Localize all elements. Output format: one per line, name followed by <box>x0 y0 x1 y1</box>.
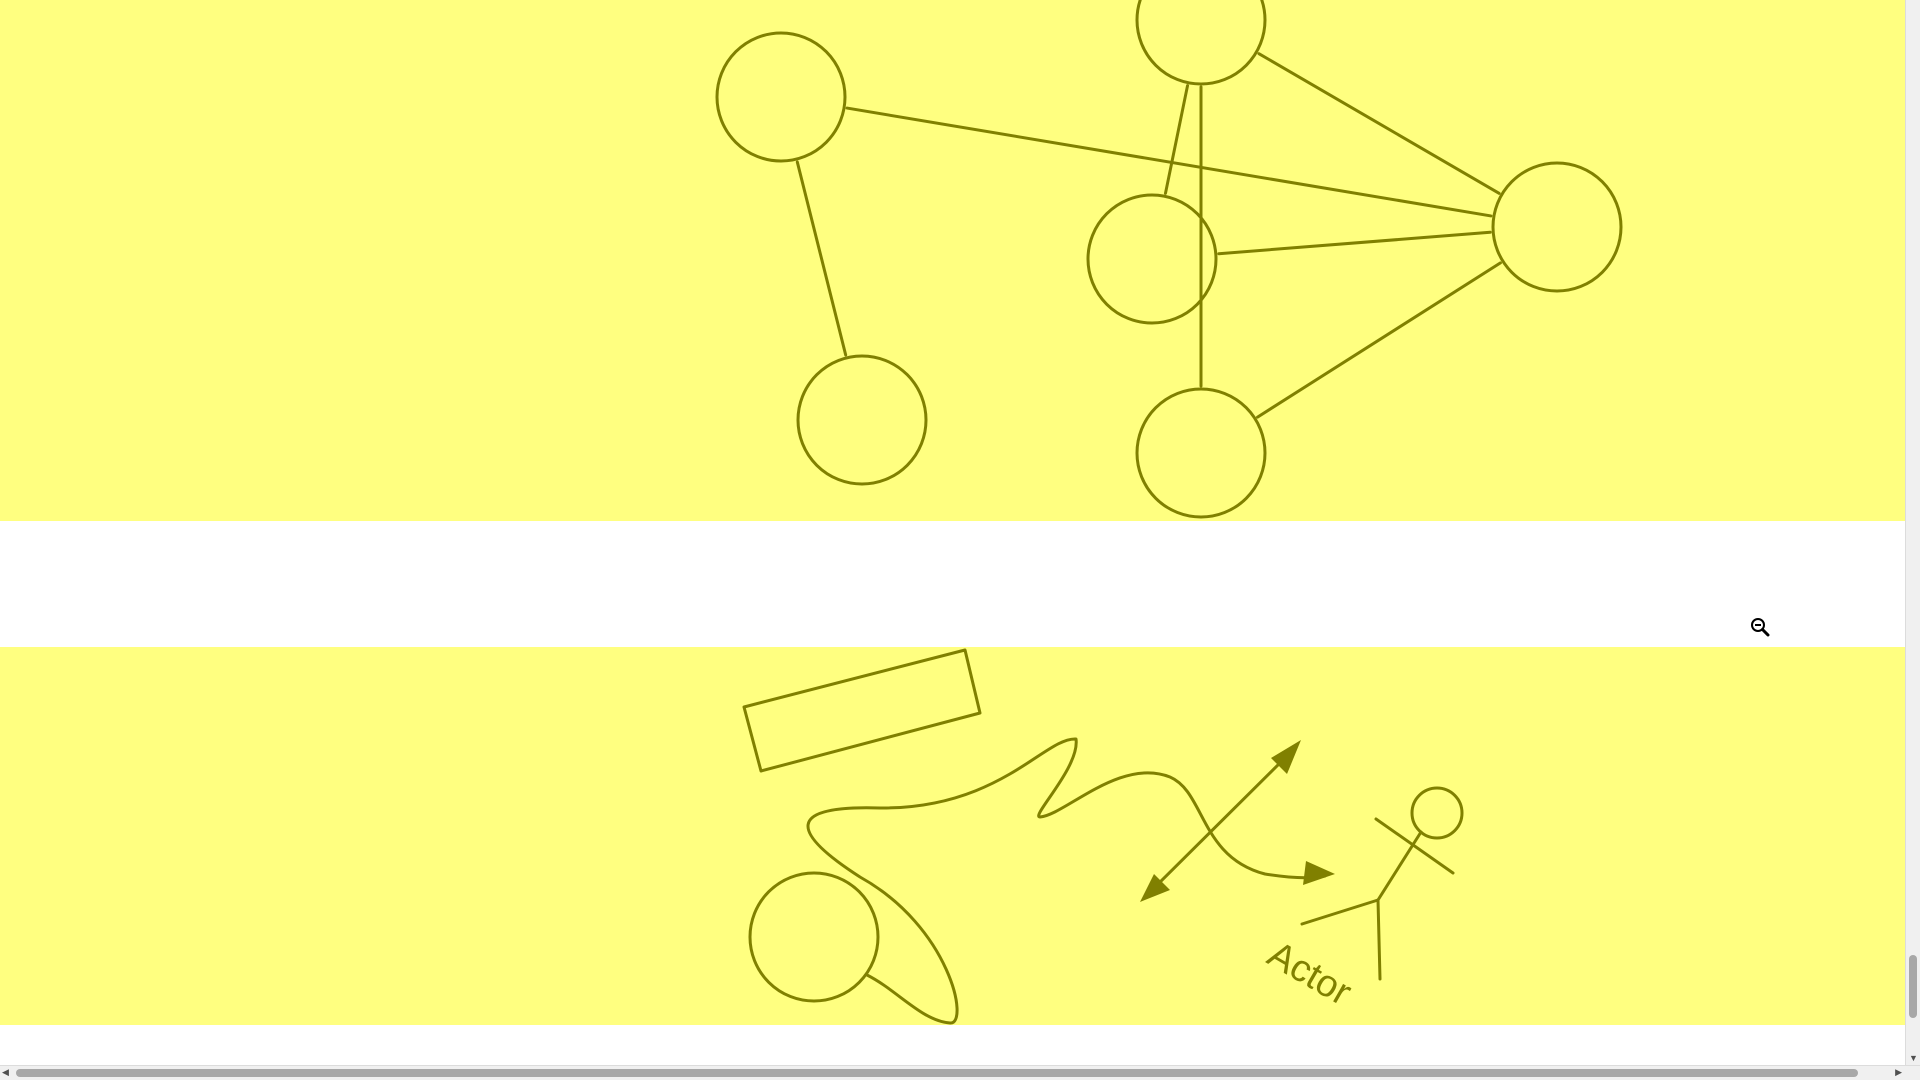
node-d[interactable] <box>1086 193 1218 325</box>
actor-head <box>1410 786 1464 840</box>
arrowhead-right <box>1303 861 1335 885</box>
node-b[interactable] <box>715 31 847 163</box>
node-a[interactable] <box>1135 0 1267 86</box>
actor-right-leg <box>1376 898 1382 981</box>
shapes-drawing: Actor <box>742 648 1464 1025</box>
network-graph-panel <box>0 0 1905 521</box>
edge-node-b-node-c[interactable] <box>845 106 1493 218</box>
actor-body <box>1376 830 1423 902</box>
network-graph <box>715 0 1623 519</box>
edge-node-b-node-e[interactable] <box>795 160 848 357</box>
vertical-scrollbar[interactable]: ▼ <box>1905 0 1920 1065</box>
rotated-rectangle[interactable] <box>742 648 982 773</box>
circle-shape[interactable] <box>748 871 880 1003</box>
zoom-out-icon <box>1750 617 1770 637</box>
shapes-panel: Actor <box>0 647 1905 1025</box>
vertical-scrollbar-thumb[interactable] <box>1909 954 1917 1018</box>
actor-figure[interactable]: Actor <box>1261 786 1464 1014</box>
scroll-down-arrow-icon[interactable]: ▼ <box>1909 1053 1918 1063</box>
freehand-curve[interactable] <box>806 737 1327 1025</box>
actor-arms <box>1374 817 1455 875</box>
arrowhead-up-right <box>1271 740 1301 774</box>
node-c[interactable] <box>1491 161 1623 293</box>
scroll-left-arrow-icon[interactable]: ◀ <box>2 1067 9 1077</box>
arrowhead-down-left <box>1140 874 1170 902</box>
edge-node-a-node-d[interactable] <box>1163 84 1190 195</box>
scroll-right-arrow-icon[interactable]: ▶ <box>1895 1067 1902 1077</box>
node-f[interactable] <box>1135 387 1267 519</box>
actor-left-leg <box>1300 898 1380 926</box>
edge-node-f-node-c[interactable] <box>1256 261 1502 419</box>
actor-label: Actor <box>1261 933 1359 1014</box>
double-arrow[interactable] <box>1145 749 1294 897</box>
node-e[interactable] <box>796 354 928 486</box>
edge-node-a-node-c[interactable] <box>1257 52 1501 195</box>
horizontal-scrollbar[interactable]: ◀ ▶ <box>0 1065 1920 1080</box>
edge-node-d-node-c[interactable] <box>1217 230 1492 256</box>
horizontal-scrollbar-thumb[interactable] <box>16 1069 1859 1077</box>
